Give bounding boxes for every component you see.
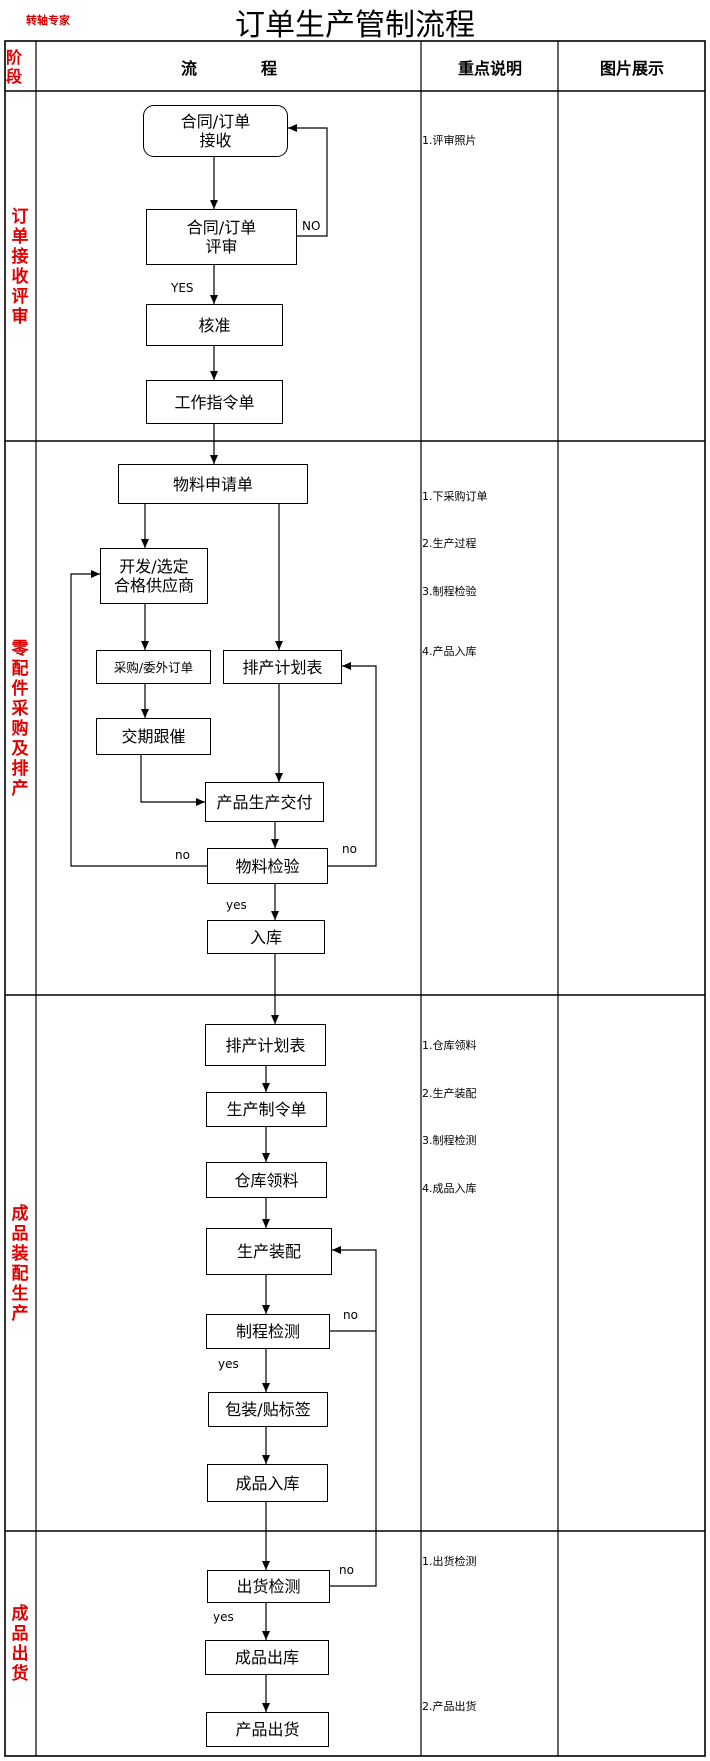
stage-shipment: 成品出货 — [11, 1604, 29, 1684]
note-stage3-4: 4.成品入库 — [422, 1182, 477, 1195]
note-stage3-3: 3.制程检测 — [422, 1134, 477, 1147]
label-yes-review: YES — [171, 281, 194, 295]
node-material-inspect: 物料检验 — [207, 848, 328, 884]
note-stage3-1: 1.仓库领料 — [422, 1039, 477, 1052]
node-production-order: 生产制令单 — [206, 1092, 327, 1127]
stage-order-review: 订单接收评审 — [11, 206, 29, 327]
node-product-delivery: 产品生产交付 — [205, 782, 324, 822]
note-stage2-1: 1.下采购订单 — [422, 490, 488, 503]
logo: 转轴专家 — [26, 14, 70, 27]
table-grid — [4, 40, 706, 1757]
arrow-inspect-no-loop — [330, 1246, 377, 1332]
node-approve: 核准 — [146, 304, 283, 346]
node-purchase-order: 采购/委外订单 — [96, 650, 211, 684]
stage-assembly-production: 成品装配生产 — [11, 1203, 29, 1324]
label-no-process: no — [343, 1308, 358, 1322]
node-product-ship: 产品出货 — [206, 1712, 329, 1747]
node-delivery-follow: 交期跟催 — [96, 718, 211, 755]
label-yes-process: yes — [218, 1357, 239, 1371]
node-contract-review: 合同/订单 评审 — [146, 209, 297, 265]
label-no-material-left: no — [175, 848, 190, 862]
label-no-shipment: no — [339, 1563, 354, 1577]
note-stage4-2: 2.产品出货 — [422, 1700, 477, 1713]
node-schedule-2: 排产计划表 — [205, 1024, 326, 1066]
arrow-shipinspect-no-loop — [330, 1331, 377, 1587]
header-flow: 流 程 — [180, 58, 277, 78]
node-packaging: 包装/贴标签 — [208, 1392, 328, 1427]
header-pictures: 图片展示 — [599, 58, 664, 78]
arrow-inspect-no-left — [70, 570, 207, 867]
node-contract-receive: 合同/订单 接收 — [143, 105, 288, 157]
node-work-order: 工作指令单 — [146, 380, 283, 424]
node-process-inspect: 制程检测 — [206, 1314, 330, 1349]
node-assembly: 生产装配 — [206, 1228, 332, 1275]
note-stage2-4: 4.产品入库 — [422, 645, 477, 658]
note-stage2-2: 2.生产过程 — [422, 537, 477, 550]
arrow-follow-delivery — [140, 755, 205, 806]
note-stage4-1: 1.出货检测 — [422, 1555, 477, 1568]
node-material-request: 物料申请单 — [118, 464, 308, 504]
node-finished-out: 成品出库 — [205, 1640, 329, 1675]
node-shipment-inspect: 出货检测 — [207, 1570, 330, 1603]
node-warehouse-in: 入库 — [207, 920, 325, 954]
note-stage3-2: 2.生产装配 — [422, 1087, 477, 1100]
note-stage2-3: 3.制程检验 — [422, 585, 477, 598]
node-finished-in: 成品入库 — [207, 1464, 328, 1502]
arrow-inspect-no-right — [328, 662, 377, 867]
node-supplier: 开发/选定 合格供应商 — [100, 548, 208, 604]
label-no-material-right: no — [342, 842, 357, 856]
header-notes: 重点说明 — [457, 58, 522, 78]
label-yes-material: yes — [226, 898, 247, 912]
label-yes-shipment: yes — [213, 1610, 234, 1624]
node-warehouse-pick: 仓库领料 — [206, 1162, 327, 1198]
label-no-review: NO — [302, 219, 321, 233]
arrow-review-no-loop — [288, 124, 328, 237]
page-title: 订单生产管制流程 — [235, 8, 475, 43]
node-schedule-1: 排产计划表 — [223, 650, 342, 684]
header-stage: 阶段 — [6, 47, 23, 86]
stage-parts-purchasing: 零配件采购及排产 — [11, 638, 29, 799]
note-stage1-1: 1.评审照片 — [422, 134, 477, 147]
